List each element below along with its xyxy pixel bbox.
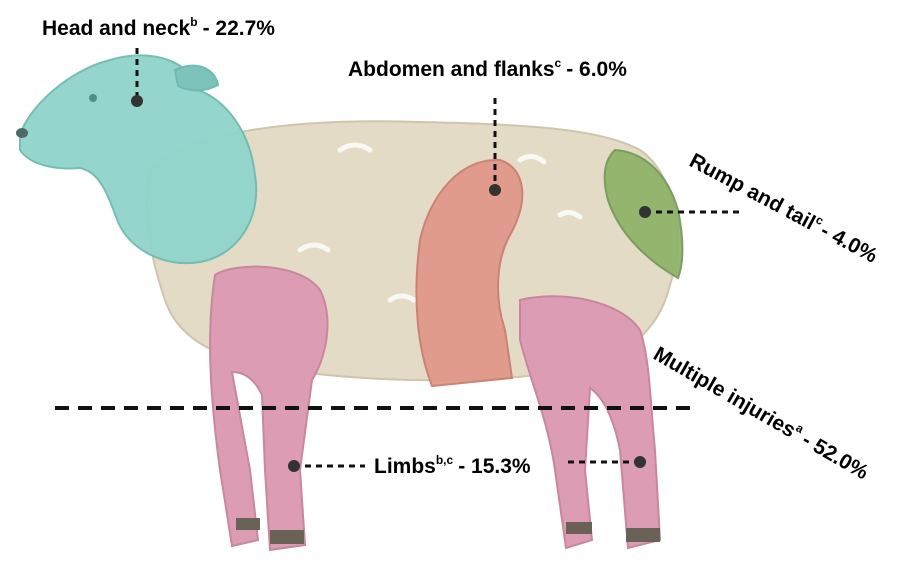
ear [175, 66, 218, 91]
rump-marker [639, 206, 651, 218]
multiple-injuries-label: Multiple injuriesa- 52.0% [650, 341, 874, 485]
nose [16, 128, 28, 138]
abdomen-marker [489, 184, 501, 196]
head-neck-label: Head and neckb- 22.7% [42, 15, 275, 40]
hoof [236, 518, 260, 530]
limbs-marker-left [288, 460, 300, 472]
hoof [626, 528, 660, 542]
hoof [270, 530, 304, 544]
limbs-marker-right [634, 456, 646, 468]
hoof [566, 522, 592, 534]
back-left-leg [520, 296, 660, 548]
eye [89, 94, 97, 102]
head-neck-marker [131, 95, 143, 107]
rump-tail-label: Rump and tailc- 4.0% [686, 147, 883, 267]
limbs-label: Limbsb,c- 15.3% [374, 453, 531, 478]
abdomen-label: Abdomen and flanksc- 6.0% [348, 56, 627, 81]
